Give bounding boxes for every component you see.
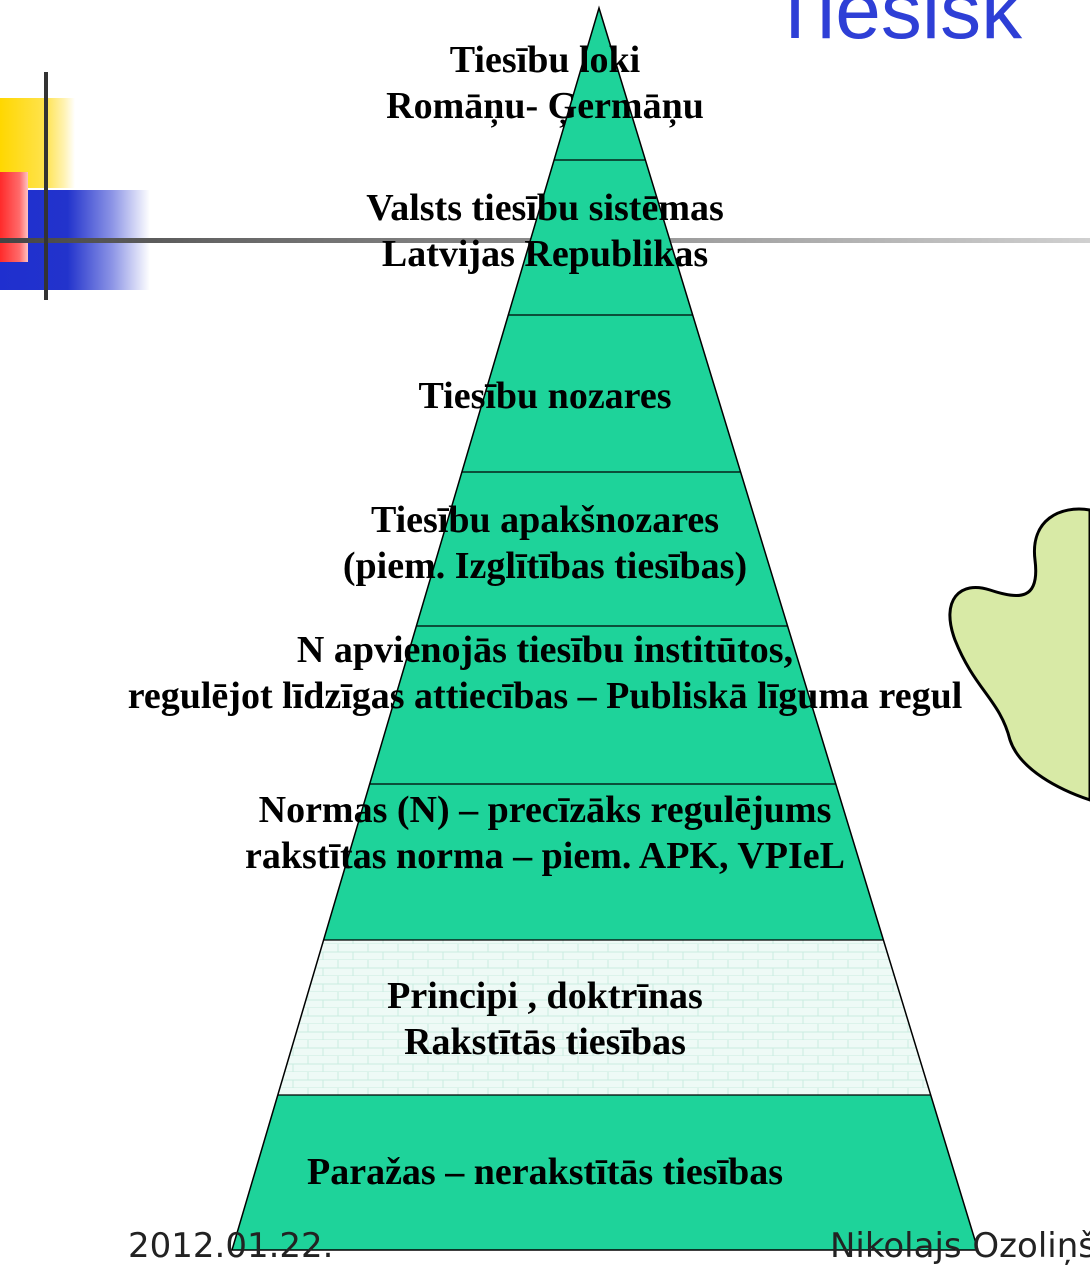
- layer-label-norms: Normas (N) – precīzāks regulējums rakstī…: [0, 788, 1090, 879]
- pyramid-layer: [232, 1095, 978, 1250]
- slide-title: Tiesisk: [770, 0, 1023, 56]
- layer-text: Valsts tiesību sistēmas: [366, 187, 724, 229]
- pyramid-layer: [461, 315, 741, 472]
- layer-text: (piem. Izglītības tiesības): [342, 544, 748, 587]
- pyramid-layer: [369, 626, 836, 784]
- layer-label-principles: Principi , doktrīnas Rakstītās tiesības: [0, 974, 1090, 1065]
- red-square-decoration: [0, 172, 28, 262]
- footer-author: Nikolajs Ozoliņš: [830, 1226, 1090, 1266]
- layer-label-branches: Tiesību nozares: [0, 374, 1090, 420]
- layer-label-customs: Paražas – nerakstītās tiesības: [0, 1150, 1090, 1196]
- footer-date: 2012.01.22.: [128, 1226, 334, 1266]
- layer-text: Paražas – nerakstītās tiesības: [306, 1151, 784, 1193]
- layer-label-sub-branches: Tiesību apakšnozares (piem. Izglītības t…: [0, 498, 1090, 589]
- layer-text: N apvienojās tiesību institūtos,: [296, 629, 794, 671]
- layer-label-state-systems: Valsts tiesību sistēmas Latvijas Republi…: [0, 186, 1090, 277]
- layer-text: Principi , doktrīnas: [387, 975, 703, 1017]
- pyramid-layer: [416, 472, 788, 626]
- layer-text: Rakstītās tiesības: [404, 1020, 686, 1063]
- layer-text: Latvijas Republikas: [381, 232, 709, 275]
- layer-text: Romāņu- Ģermāņu: [386, 84, 704, 127]
- vertical-rule: [44, 72, 48, 300]
- layer-text: Tiesību apakšnozares: [370, 499, 720, 541]
- layer-text: regulējot līdzīgas attiecības – Publiskā…: [127, 674, 963, 717]
- pyramid-outline: [230, 5, 980, 1251]
- layer-label-institutes: N apvienojās tiesību institūtos, regulēj…: [0, 628, 1090, 719]
- layer-text: Tiesību nozares: [418, 375, 672, 417]
- layer-text: rakstītas norma – piem. APK, VPIeL: [245, 834, 845, 877]
- layer-text: Tiesību loki: [449, 39, 641, 81]
- layer-text: Normas (N) – precīzāks regulējums: [258, 789, 832, 831]
- pyramid-layer: [277, 940, 931, 1095]
- pyramid-layer: [323, 784, 884, 940]
- layer-label-legal-families: Tiesību loki Romāņu- Ģermāņu: [0, 38, 1090, 129]
- pyramid-layer: [554, 8, 646, 160]
- pyramid-layer: [508, 160, 693, 315]
